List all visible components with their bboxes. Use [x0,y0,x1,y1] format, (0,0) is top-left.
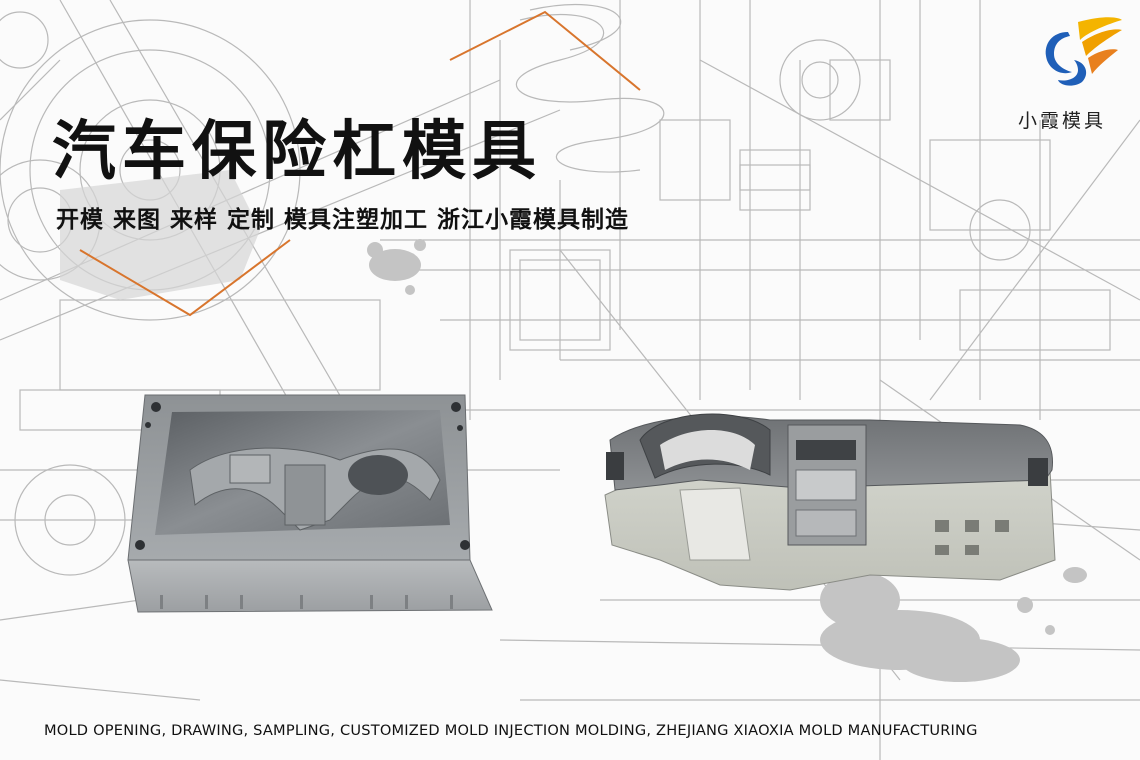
xiaoxia-swoosh-logo-icon [1045,17,1122,86]
brand-name: 小霞模具 [1018,110,1107,132]
footer-caption: MOLD OPENING, DRAWING, SAMPLING, CUSTOMI… [44,722,978,739]
page-title: 汽车保险杠模具 [52,115,542,189]
page-subtitle: 开模 来图 来样 定制 模具注塑加工 浙江小霞模具制造 [56,207,630,233]
